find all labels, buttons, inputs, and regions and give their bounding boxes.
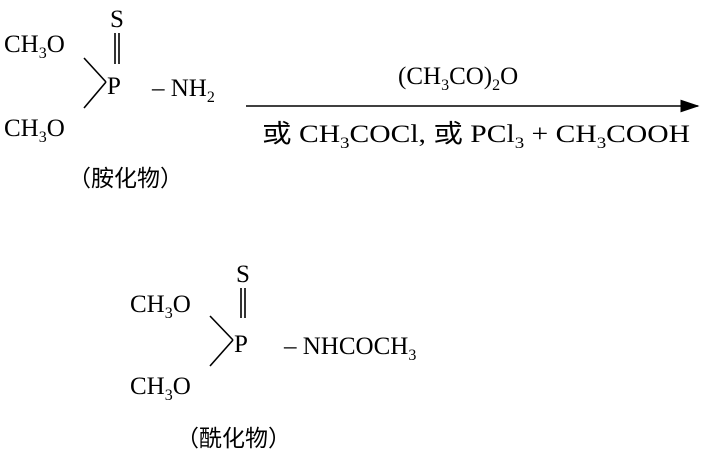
phosphorus-atom: P: [107, 73, 121, 100]
acetamido-group: – NHCOCH3: [283, 333, 416, 364]
sulfur-atom: S: [110, 6, 124, 33]
methoxy-top: CH3O: [4, 31, 65, 62]
bond: [209, 339, 234, 367]
amino-group: – NH2: [151, 75, 215, 106]
reactant-label: （胺化物）: [68, 166, 183, 192]
product-label: （酰化物）: [176, 426, 291, 452]
sulfur-atom: S: [236, 261, 250, 288]
reactant-molecule: S CH3O P – NH2 CH3O （胺化物）: [4, 6, 215, 192]
product-molecule: S CH3O P – NHCOCH3 CH3O （酰化物）: [130, 261, 416, 452]
methoxy-bottom: CH3O: [4, 115, 65, 146]
bond: [83, 81, 107, 109]
methoxy-top: CH3O: [130, 291, 191, 322]
bond: [209, 315, 234, 341]
reagent-above: (CH3CO)2O: [398, 63, 518, 94]
phosphorus-atom: P: [234, 331, 248, 358]
methoxy-bottom: CH3O: [130, 373, 191, 404]
bond: [83, 57, 107, 83]
